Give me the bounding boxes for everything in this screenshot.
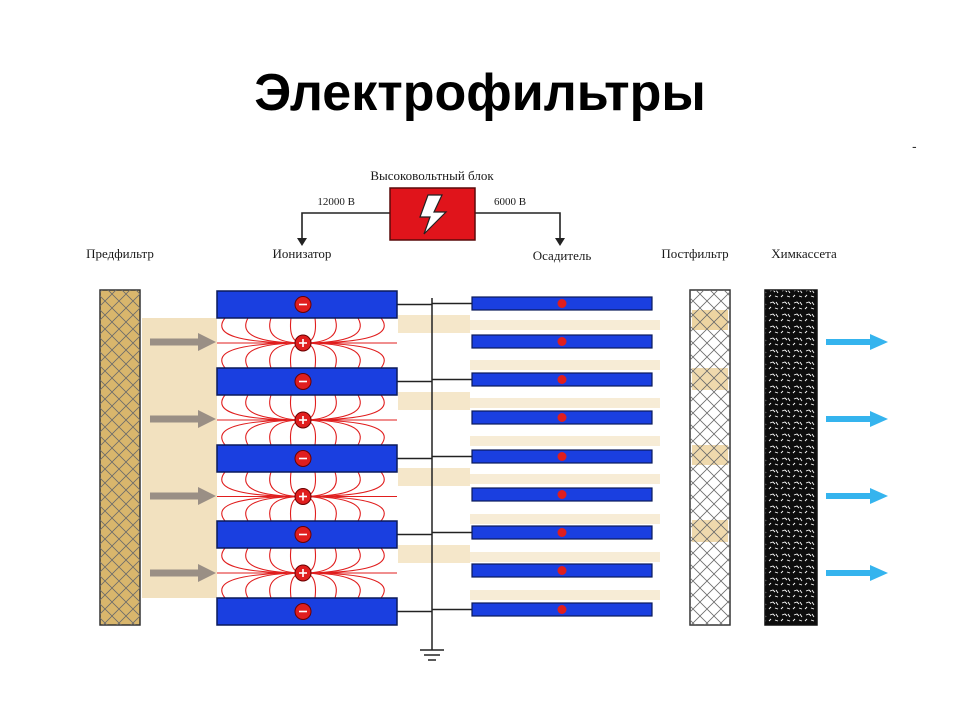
right-wire-arrow: [555, 238, 565, 246]
ionizer-electrode-2: [294, 488, 312, 505]
dust-residue-7: [470, 590, 660, 600]
dust-stream-0: [398, 315, 470, 333]
ionizer-electrode-3: [294, 564, 312, 582]
collector-plate-2: [471, 372, 653, 387]
inflow-arrow-shaft: [150, 338, 200, 346]
dust-residue-5: [470, 514, 660, 524]
field-lines-gap-1: [217, 394, 397, 446]
collector-plate-1: [471, 334, 653, 349]
right-wire: [475, 212, 561, 243]
right-voltage-label: 6000 В: [494, 196, 526, 208]
outflow-arrows: [826, 334, 888, 581]
negative-symbol-icon: [557, 528, 567, 537]
inflow-arrow-0: [150, 333, 216, 351]
collector-plate-6: [471, 525, 653, 540]
collector-label: Осадитель: [533, 248, 592, 263]
ionizer-plate-body: [216, 520, 398, 549]
ionizer-electrodes: [294, 334, 312, 582]
inflow-arrow-head: [198, 487, 216, 505]
dust-residue-2: [470, 398, 660, 408]
dust-stream-2: [398, 468, 470, 486]
outflow-arrow-head: [870, 565, 888, 581]
collector-plates: [471, 296, 653, 617]
outflow-arrow-1: [826, 411, 888, 427]
outflow-arrow-2: [826, 488, 888, 504]
inflow-arrow-3: [150, 564, 216, 582]
dust-residue-6: [470, 552, 660, 562]
ionizer-plate-1: [216, 367, 398, 396]
prefilter-label: Предфильтр: [86, 246, 154, 261]
inflow-arrow-head: [198, 410, 216, 428]
inflow-arrow-shaft: [150, 492, 200, 500]
ionizer-plate-2: [216, 444, 398, 473]
collector-plate-4: [471, 449, 653, 464]
dust-intake: [142, 318, 217, 598]
chem-cassette: [764, 289, 818, 626]
ground-bus: [420, 298, 444, 661]
inflow-arrow-1: [150, 410, 216, 428]
collector-plate-3: [471, 410, 653, 425]
power-unit-label: Высоковольтный блок: [370, 168, 494, 183]
outflow-arrow-shaft: [826, 339, 872, 345]
outflow-arrow-head: [870, 488, 888, 504]
negative-symbol-icon: [557, 375, 567, 384]
collector-plate-7: [471, 563, 653, 578]
power-unit: Высоковольтный блок 12000 В 6000 В: [297, 168, 565, 246]
slide-title: Электрофильтры: [254, 64, 706, 122]
prefilter: [99, 289, 141, 626]
inflow-arrow-2: [150, 487, 216, 505]
chem-cassette-label: Химкассета: [771, 246, 837, 261]
inflow-arrows: [150, 333, 216, 582]
ionizer-plate-0: [216, 290, 398, 319]
inflow-arrow-head: [198, 564, 216, 582]
ionizer-plates: [216, 290, 398, 626]
negative-symbol-icon: [557, 605, 567, 614]
ionizer-plate-4: [216, 597, 398, 626]
corner-mark: -: [912, 138, 917, 154]
dust-residue-1: [470, 360, 660, 370]
outflow-arrow-shaft: [826, 416, 872, 422]
postfilter: [689, 289, 731, 626]
inflow-arrow-shaft: [150, 569, 200, 577]
collector-plate-8: [471, 602, 653, 617]
left-wire: [301, 212, 390, 243]
postfilter-label: Постфильтр: [661, 246, 728, 261]
ionizer-label: Ионизатор: [273, 246, 332, 261]
dust-haze: [142, 315, 660, 600]
ionizer-electrode-1: [294, 411, 312, 429]
dust-residue-0: [470, 320, 660, 330]
outflow-arrow-3: [826, 565, 888, 581]
dust-residue-4: [470, 474, 660, 484]
left-wire-arrow: [297, 238, 307, 246]
outflow-arrow-head: [870, 334, 888, 350]
negative-symbol-icon: [557, 452, 567, 461]
collector-plate-0: [471, 296, 653, 311]
inflow-arrow-shaft: [150, 415, 200, 423]
positive-symbol-icon: [557, 566, 567, 575]
inflow-arrow-head: [198, 333, 216, 351]
left-voltage-label: 12000 В: [317, 196, 355, 208]
negative-symbol-icon: [557, 299, 567, 308]
positive-symbol-icon: [557, 337, 567, 346]
positive-symbol-icon: [557, 413, 567, 422]
ionizer-electrode-0: [294, 334, 312, 352]
dust-stream-3: [398, 545, 470, 563]
outflow-arrow-shaft: [826, 570, 872, 576]
outflow-arrow-0: [826, 334, 888, 350]
positive-symbol-icon: [557, 490, 567, 499]
outflow-arrow-shaft: [826, 493, 872, 499]
collector-plate-5: [471, 487, 653, 502]
outflow-arrow-head: [870, 411, 888, 427]
dust-residue-3: [470, 436, 660, 446]
ionizer-plate-3: [216, 520, 398, 549]
dust-stream-1: [398, 392, 470, 410]
lightning-bolt-icon: [419, 194, 448, 235]
plate-connectors: [397, 302, 472, 613]
